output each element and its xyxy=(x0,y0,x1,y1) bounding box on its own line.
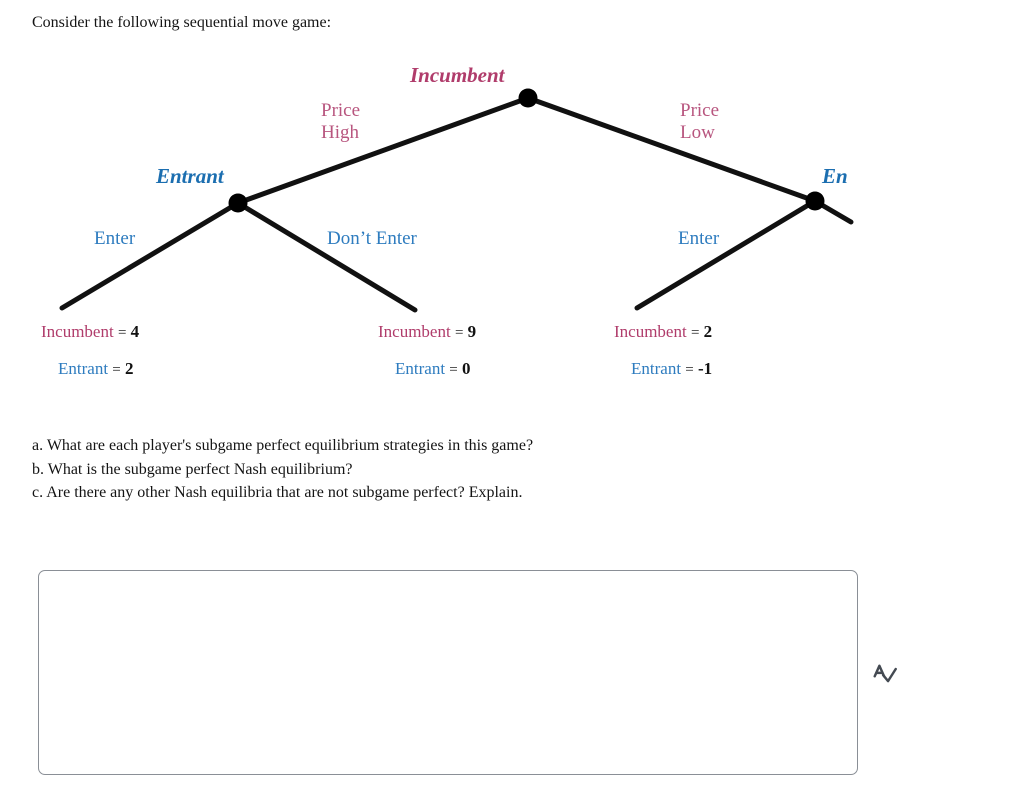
node-entrant-left xyxy=(228,193,248,213)
action-price-low-line2: Low xyxy=(680,122,715,144)
payoff-block-enter-price-low: Incumbent = 2 Entrant = -1 xyxy=(614,314,712,388)
payoff-block-enter-price-high: Incumbent = 4 Entrant = 2 xyxy=(41,314,139,388)
player-label-incumbent: Incumbent xyxy=(410,63,505,87)
payoff-label-entrant: Entrant xyxy=(395,359,446,378)
payoff-value-incumbent: 2 xyxy=(703,322,713,341)
action-label-dont-enter: Don’t Enter xyxy=(327,228,417,249)
payoff-row-incumbent: Incumbent = 2 xyxy=(614,314,712,351)
payoff-equals: = xyxy=(449,362,458,378)
action-label-price-high: Price High xyxy=(321,100,360,145)
payoff-label-incumbent: Incumbent xyxy=(614,322,687,341)
payoff-row-entrant: Entrant = 2 xyxy=(41,351,139,388)
player-label-entrant-right: En xyxy=(822,164,848,188)
edge-price-low xyxy=(525,95,818,204)
action-price-high-line1: Price xyxy=(321,100,361,121)
game-tree-edges xyxy=(59,88,854,313)
payoff-label-incumbent: Incumbent xyxy=(378,322,451,341)
edge-enter-right xyxy=(634,198,818,311)
payoff-equals: = xyxy=(117,325,127,341)
action-label-price-low: Price Low xyxy=(680,100,719,145)
payoff-row-incumbent: Incumbent = 4 xyxy=(41,314,139,351)
edge-price-high xyxy=(235,95,531,206)
action-price-high-line2: High xyxy=(321,122,359,144)
player-label-entrant: Entrant xyxy=(156,164,224,188)
payoff-label-incumbent: Incumbent xyxy=(41,322,114,341)
payoff-equals: = xyxy=(690,325,700,341)
payoff-equals: = xyxy=(454,325,464,341)
payoff-label-entrant: Entrant xyxy=(58,359,109,378)
node-incumbent-root xyxy=(518,88,538,108)
payoff-equals: = xyxy=(685,362,694,378)
question-item-c: c. Are there any other Nash equilibria t… xyxy=(32,484,523,501)
payoff-equals: = xyxy=(112,362,121,378)
edge-dont-enter xyxy=(235,200,418,313)
payoff-value-incumbent: 9 xyxy=(467,322,477,341)
payoff-value-entrant: 2 xyxy=(125,359,134,378)
action-price-low-line1: Price xyxy=(680,100,720,121)
question-item-a: a. What are each player's subgame perfec… xyxy=(32,437,534,454)
payoff-block-dont-enter-price-high: Incumbent = 9 Entrant = 0 xyxy=(378,314,476,388)
payoff-row-entrant: Entrant = -1 xyxy=(614,351,712,388)
payoff-value-incumbent: 4 xyxy=(130,322,140,341)
answer-input[interactable] xyxy=(38,570,858,775)
payoff-row-incumbent: Incumbent = 9 xyxy=(378,314,476,351)
action-label-enter-right: Enter xyxy=(678,228,720,249)
game-tree-figure: Incumbent Entrant En Price High Price Lo… xyxy=(41,63,854,388)
node-entrant-right xyxy=(805,191,825,211)
payoff-value-entrant: -1 xyxy=(698,359,713,378)
action-label-enter-left: Enter xyxy=(94,228,136,249)
spellcheck-icon[interactable] xyxy=(871,662,899,690)
payoff-row-entrant: Entrant = 0 xyxy=(378,351,476,388)
payoff-value-entrant: 0 xyxy=(462,359,471,378)
payoff-label-entrant: Entrant xyxy=(631,359,682,378)
questions-list: a. What are each player's subgame perfec… xyxy=(32,434,533,505)
question-item-b: b. What is the subgame perfect Nash equi… xyxy=(32,460,353,478)
prompt-text: Consider the following sequential move g… xyxy=(32,14,332,31)
edge-enter-left xyxy=(59,200,241,311)
